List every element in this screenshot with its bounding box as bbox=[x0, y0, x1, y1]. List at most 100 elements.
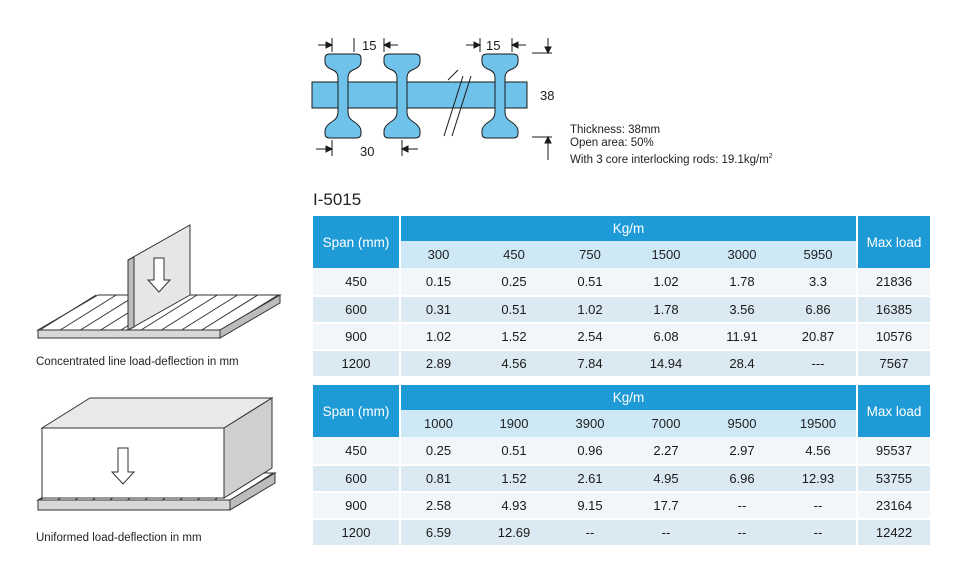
deflection-cell: 4.56 bbox=[780, 437, 856, 464]
span-cell: 450 bbox=[313, 268, 401, 295]
i-bar-profiles bbox=[324, 53, 519, 139]
max-load-cell: 16385 bbox=[856, 295, 930, 322]
deflection-cell: -- bbox=[628, 518, 704, 545]
deflection-cell: 1.78 bbox=[628, 295, 704, 322]
kg-header: Kg/m bbox=[401, 385, 856, 410]
max-load-cell: 53755 bbox=[856, 464, 930, 491]
deflection-cell: 0.96 bbox=[552, 437, 628, 464]
kg-value-cell: 1900 bbox=[476, 410, 552, 437]
max-load-cell: 95537 bbox=[856, 437, 930, 464]
deflection-cell: 2.61 bbox=[552, 464, 628, 491]
deflection-cell: 0.25 bbox=[401, 437, 476, 464]
deflection-cell: 6.08 bbox=[628, 322, 704, 349]
uniform-caption: Uniformed load-deflection in mm bbox=[36, 532, 202, 544]
kg-value-cell: 750 bbox=[552, 241, 628, 268]
down-arrow-icon bbox=[110, 447, 136, 485]
deflection-cell: 1.78 bbox=[704, 268, 780, 295]
grating-profile-diagram: 15 15 38 30 bbox=[311, 38, 554, 160]
deflection-cell: -- bbox=[704, 518, 780, 545]
deflection-cell: 3.3 bbox=[780, 268, 856, 295]
max-load-cell: 12422 bbox=[856, 518, 930, 545]
deflection-cell: 28.4 bbox=[704, 349, 780, 376]
deflection-cell: 12.93 bbox=[780, 464, 856, 491]
span-cell: 1200 bbox=[313, 518, 401, 545]
kg-value-cell: 450 bbox=[476, 241, 552, 268]
deflection-cell: -- bbox=[780, 491, 856, 518]
deflection-cell: 9.15 bbox=[552, 491, 628, 518]
deflection-cell: 4.95 bbox=[628, 464, 704, 491]
uniform-load-illustration bbox=[36, 397, 277, 511]
spec-weight: With 3 core interlocking rods: 19.1kg/m2 bbox=[570, 153, 773, 166]
deflection-cell: 1.02 bbox=[628, 268, 704, 295]
max-load-header: Max load bbox=[856, 385, 930, 437]
deflection-cell: 1.52 bbox=[476, 322, 552, 349]
deflection-cell: 0.51 bbox=[476, 437, 552, 464]
product-code: I-5015 bbox=[313, 190, 362, 209]
deflection-cell: 2.97 bbox=[704, 437, 780, 464]
deflection-cell: 4.56 bbox=[476, 349, 552, 376]
deflection-cell: 1.02 bbox=[552, 295, 628, 322]
span-cell: 450 bbox=[313, 437, 401, 464]
kg-value-cell: 1500 bbox=[628, 241, 704, 268]
kg-value-cell: 3900 bbox=[552, 410, 628, 437]
span-cell: 1200 bbox=[313, 349, 401, 376]
deflection-cell: 17.7 bbox=[628, 491, 704, 518]
max-load-cell: 10576 bbox=[856, 322, 930, 349]
deflection-cell: 0.15 bbox=[401, 268, 476, 295]
span-header: Span (mm) bbox=[313, 385, 401, 437]
deflection-cell: 2.54 bbox=[552, 322, 628, 349]
span-cell: 900 bbox=[313, 322, 401, 349]
deflection-cell: 2.89 bbox=[401, 349, 476, 376]
max-load-cell: 21836 bbox=[856, 268, 930, 295]
kg-value-cell: 5950 bbox=[780, 241, 856, 268]
deflection-cell: 0.31 bbox=[401, 295, 476, 322]
span-header: Span (mm) bbox=[313, 216, 401, 268]
deflection-cell: 1.52 bbox=[476, 464, 552, 491]
deflection-cell: 1.02 bbox=[401, 322, 476, 349]
kg-value-cell: 7000 bbox=[628, 410, 704, 437]
spec-open-area: Open area: 50% bbox=[570, 137, 654, 149]
deflection-cell: -- bbox=[780, 518, 856, 545]
deflection-cell: 0.51 bbox=[552, 268, 628, 295]
deflection-cell: --- bbox=[780, 349, 856, 376]
deflection-cell: 0.81 bbox=[401, 464, 476, 491]
span-cell: 600 bbox=[313, 464, 401, 491]
kg-value-cell: 3000 bbox=[704, 241, 780, 268]
deflection-cell: 6.96 bbox=[704, 464, 780, 491]
dim-top-left: 15 bbox=[362, 38, 376, 53]
deflection-cell: 4.93 bbox=[476, 491, 552, 518]
dim-bottom: 30 bbox=[360, 144, 374, 159]
concentrated-caption: Concentrated line load-deflection in mm bbox=[36, 356, 239, 368]
deflection-cell: -- bbox=[552, 518, 628, 545]
deflection-cell: 2.27 bbox=[628, 437, 704, 464]
deflection-cell: 3.56 bbox=[704, 295, 780, 322]
span-cell: 600 bbox=[313, 295, 401, 322]
kg-value-cell: 9500 bbox=[704, 410, 780, 437]
dim-top-right: 15 bbox=[486, 38, 500, 53]
down-arrow-icon bbox=[146, 257, 172, 293]
deflection-cell: 0.51 bbox=[476, 295, 552, 322]
deflection-cell: 7.84 bbox=[552, 349, 628, 376]
deflection-cell: 6.59 bbox=[401, 518, 476, 545]
kg-header: Kg/m bbox=[401, 216, 856, 241]
max-load-cell: 7567 bbox=[856, 349, 930, 376]
deflection-cell: 0.25 bbox=[476, 268, 552, 295]
concentrated-load-illustration bbox=[36, 224, 282, 339]
deflection-cell: 2.58 bbox=[401, 491, 476, 518]
deflection-cell: 11.91 bbox=[704, 322, 780, 349]
kg-value-cell: 1000 bbox=[401, 410, 476, 437]
kg-value-cell: 19500 bbox=[780, 410, 856, 437]
deflection-cell: 6.86 bbox=[780, 295, 856, 322]
deflection-cell: -- bbox=[704, 491, 780, 518]
span-cell: 900 bbox=[313, 491, 401, 518]
